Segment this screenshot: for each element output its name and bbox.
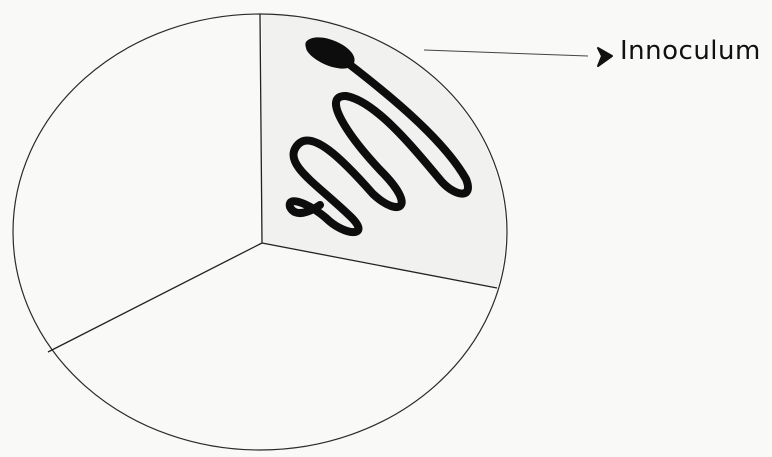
inoculated-sector-shading: [262, 14, 505, 288]
inoculum-leader-line: [424, 50, 588, 56]
arrow-icon: [598, 48, 612, 66]
sector-divider-top: [260, 14, 262, 243]
sector-divider-left: [48, 243, 262, 352]
inoculum-label: Innoculum: [620, 38, 761, 64]
